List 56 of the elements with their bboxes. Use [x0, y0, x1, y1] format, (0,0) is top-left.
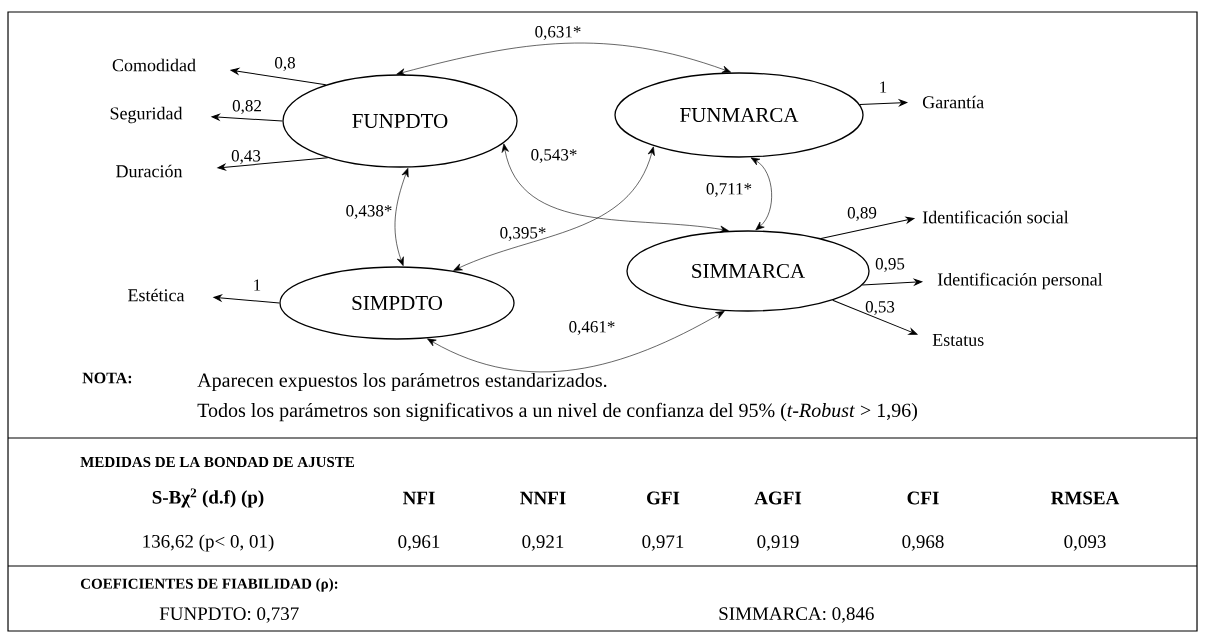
indicator-label: Duración [116, 164, 183, 178]
edge-label: 0,82 [232, 100, 261, 114]
edge-label: 0,461* [569, 321, 615, 335]
edge-label: 0,43 [231, 150, 261, 164]
table-value: 0,093 [1064, 535, 1106, 551]
arrow [213, 294, 280, 304]
table-value: 0,971 [642, 535, 684, 551]
column-header: AGFI [754, 491, 802, 505]
arrow [230, 68, 327, 86]
edge-label: 0,8 [275, 57, 295, 71]
reliability-value: SIMMARCA: 0,846 [719, 607, 874, 623]
indicator-label: Identificación social [922, 210, 1069, 224]
table-value: 0,961 [398, 535, 440, 551]
table-value: 136,62 (p< 0, 01) [143, 534, 274, 552]
arrow [501, 143, 729, 233]
indicator-label: Seguridad [110, 106, 183, 124]
edge-label: 0,711* [706, 183, 752, 197]
edge-label: 1 [880, 81, 887, 93]
arrow [396, 42, 732, 76]
arrow [427, 311, 725, 372]
indicator-label: Estatus [932, 334, 984, 346]
indicator-label: Garantía [922, 95, 984, 109]
edge-label: 1 [254, 279, 261, 291]
table-value: 0,921 [522, 535, 564, 551]
note-text: Todos los parámetros son significativos a un nivel de confianza del 95% (t-Robust > 1,96) [197, 402, 917, 422]
column-header: NFI [403, 491, 435, 505]
column-header: GFI [647, 491, 680, 505]
column-header: NNFI [520, 491, 566, 505]
edge-label: 0,543* [531, 149, 577, 163]
indicator-label: Estética [128, 288, 185, 302]
column-header: CFI [907, 491, 939, 505]
table-heading: COEFICIENTES DE FIABILIDAD (ρ): [80, 578, 338, 592]
arrow [832, 299, 918, 335]
table-heading: MEDIDAS DE LA BONDAD DE AJUSTE [80, 456, 354, 468]
arrow [750, 157, 772, 231]
note-text: Aparecen expuestos los parámetros estandarizados. [197, 372, 607, 392]
arrow [217, 157, 329, 171]
arrow [861, 278, 923, 286]
edge-label: 0,631* [535, 26, 581, 40]
edge-label: 0,89 [847, 207, 877, 221]
edge-label: 0,95 [875, 258, 905, 272]
edge-label: 0,395* [500, 227, 546, 241]
table-value: 0,919 [757, 535, 799, 551]
indicator-label: Identificación personal [937, 272, 1103, 290]
arrow [211, 113, 283, 122]
note-label: NOTA: [82, 372, 132, 384]
arrow [820, 216, 915, 239]
reliability-value: FUNPDTO: 0,737 [159, 607, 299, 623]
arrow [859, 99, 908, 107]
arrow [394, 168, 409, 266]
edge-label: 0,438* [346, 205, 392, 219]
table-value: 0,968 [902, 535, 944, 551]
column-header: S-Bχ$^{2}$ (d.f) (p) [152, 488, 264, 508]
column-header: RMSEA [1051, 491, 1120, 505]
arrow [453, 146, 655, 271]
indicator-label: Comodidad [112, 58, 196, 72]
